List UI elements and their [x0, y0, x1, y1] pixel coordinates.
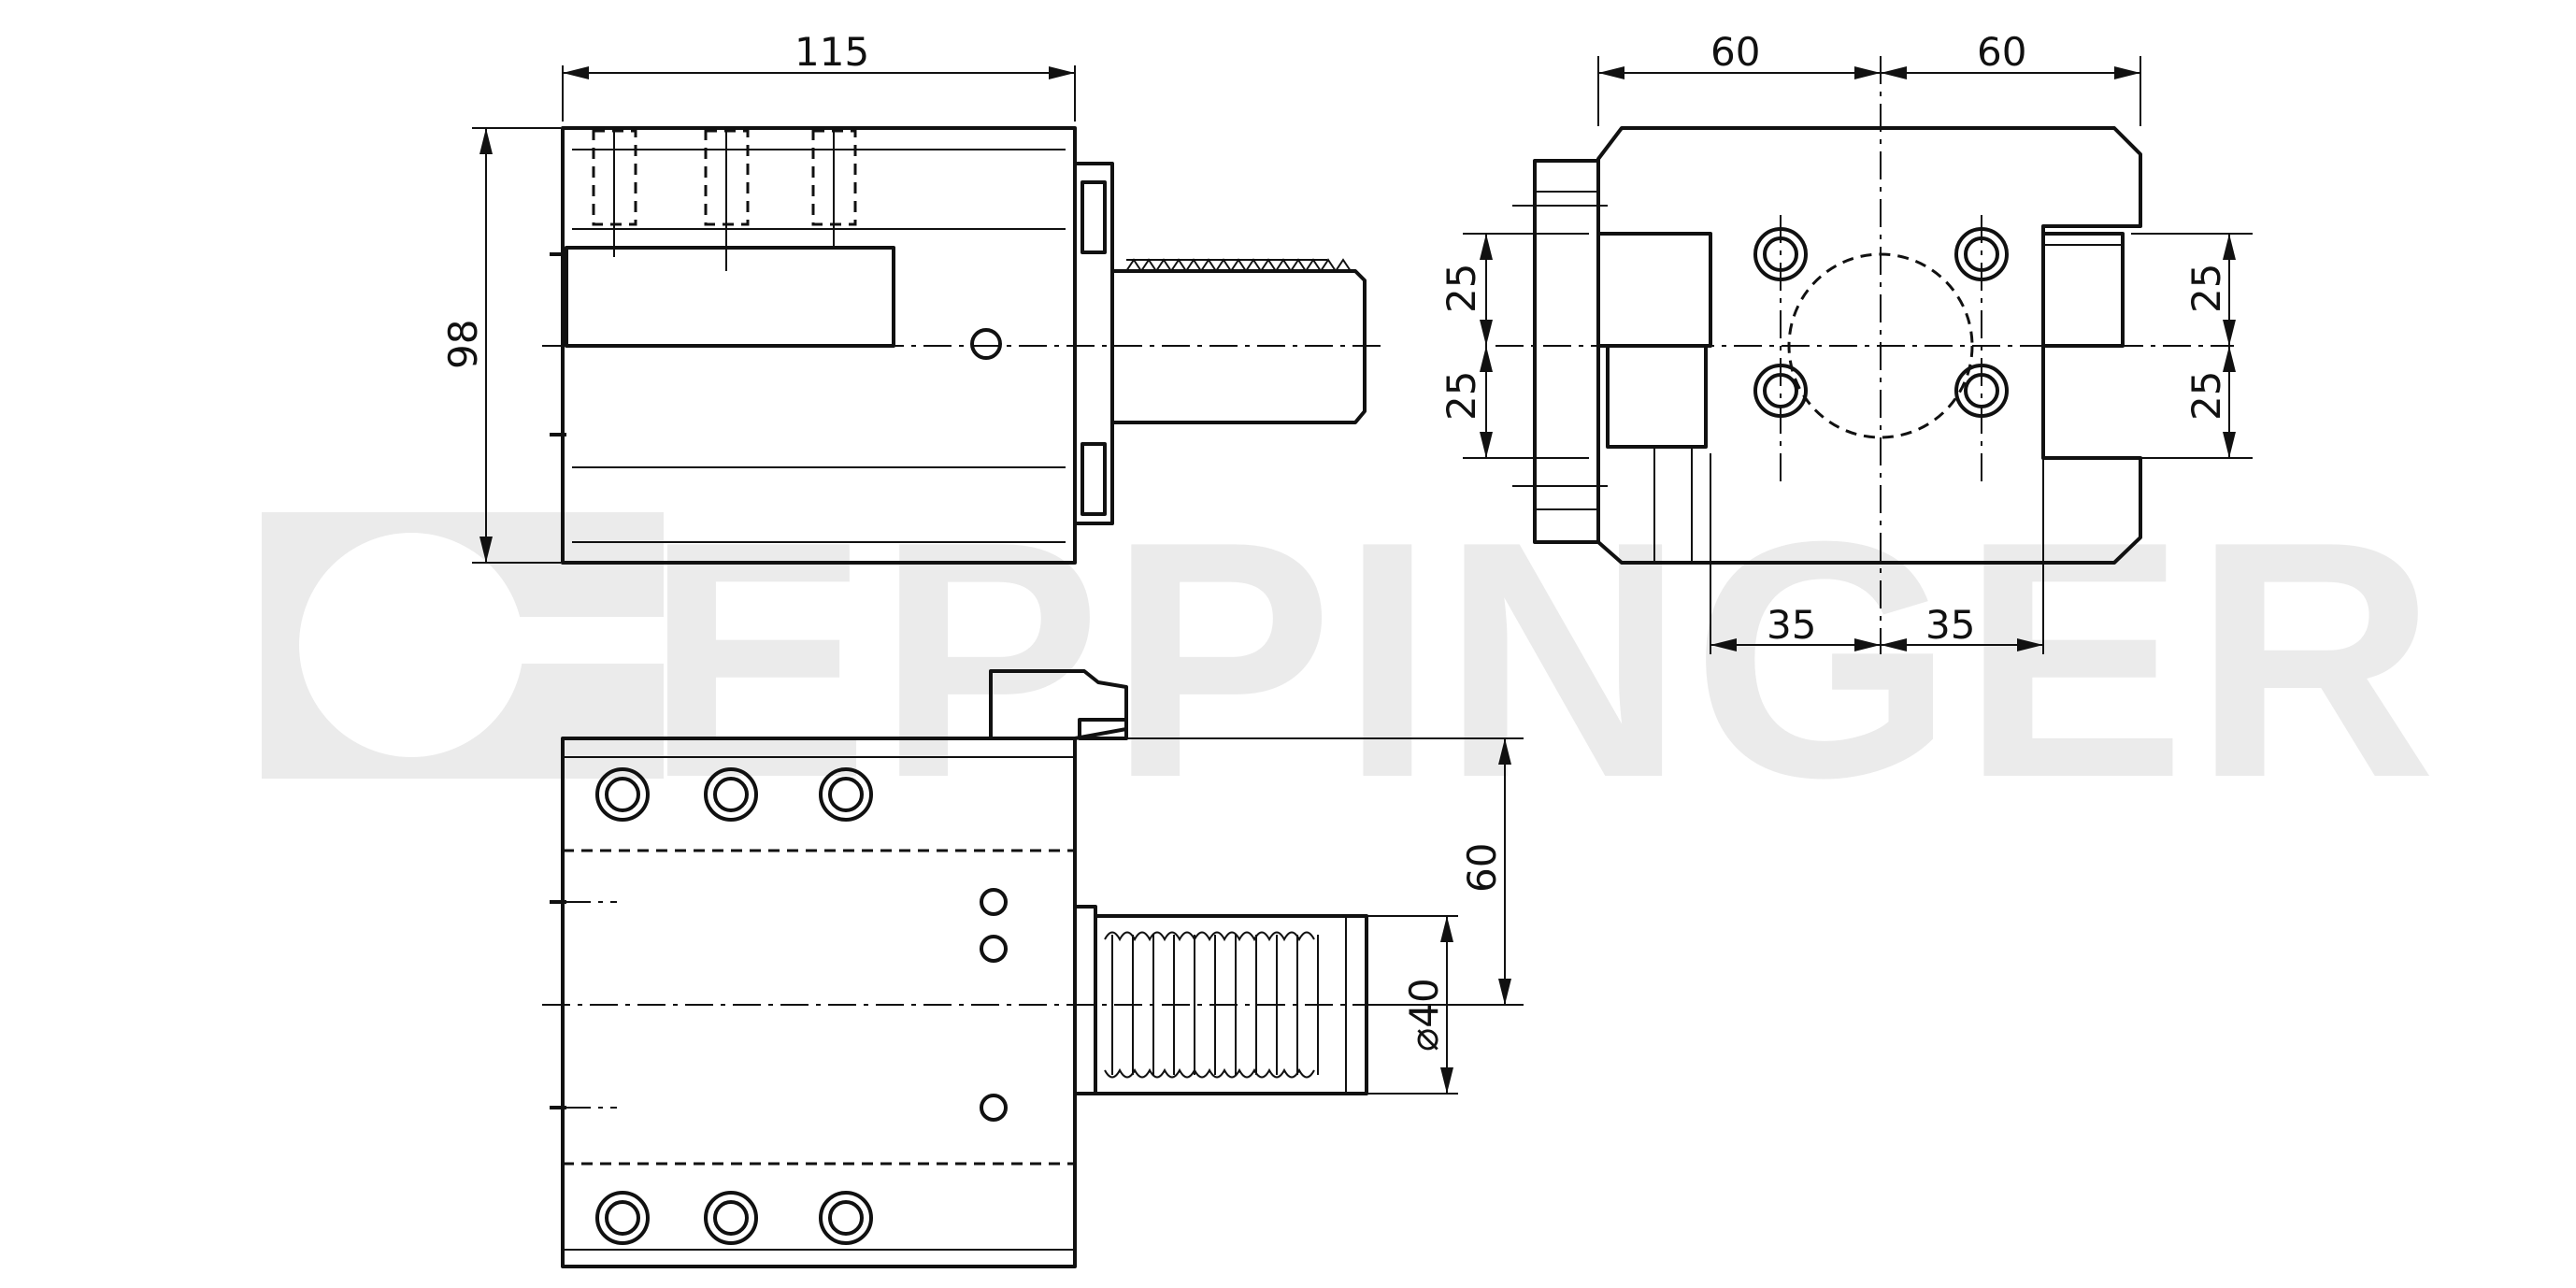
top-view-knurled-shank — [1073, 905, 1368, 1095]
label-offset-right: 35 — [1925, 602, 1975, 648]
dimension-overall-height: 98 — [440, 127, 561, 564]
side-view — [542, 126, 1383, 565]
front-flange — [1533, 159, 1600, 544]
dimension-half-widths: 60 60 — [1597, 29, 2141, 126]
label-overall-length: 115 — [794, 29, 869, 75]
watermark: EPPINGER — [262, 472, 2443, 848]
front-clamp-right — [2041, 232, 2125, 348]
dimension-shank-diameter: ⌀40 — [1367, 915, 1458, 1095]
clamping-screws — [592, 129, 857, 271]
label-pitch-left-upper: 25 — [1438, 264, 1484, 313]
label-half-width-left: 60 — [1710, 29, 1760, 75]
front-clamp-left-lower — [1606, 344, 1708, 449]
dimension-shank-height: 60 — [1126, 737, 1524, 1006]
label-shank-height: 60 — [1459, 843, 1505, 893]
front-view — [1496, 56, 2234, 654]
side-threaded-shank — [1110, 258, 1367, 424]
label-shank-diameter: ⌀40 — [1401, 978, 1447, 1052]
label-pitch-right-lower: 25 — [2183, 371, 2229, 421]
top-view-screw-heads — [595, 767, 873, 1245]
brand-watermark-text: EPPINGER — [645, 472, 2443, 848]
brand-logo-mark — [262, 512, 664, 779]
label-offset-left: 35 — [1767, 602, 1816, 648]
label-pitch-right-upper: 25 — [2183, 264, 2229, 313]
label-overall-height: 98 — [440, 320, 486, 369]
dimension-pitch-right: 25 25 — [2131, 233, 2253, 459]
dimension-overall-length: 115 — [562, 29, 1076, 122]
dimension-pitch-left: 25 25 — [1438, 233, 1589, 459]
side-bolt-hole — [970, 328, 1002, 360]
top-view — [542, 669, 1383, 1268]
clamp-wedge — [565, 246, 895, 348]
front-clamp-left-upper — [1596, 232, 1712, 348]
label-half-width-right: 60 — [1977, 29, 2026, 75]
label-pitch-left-lower: 25 — [1438, 371, 1484, 421]
dimension-offsets: 35 35 — [1710, 453, 2044, 654]
